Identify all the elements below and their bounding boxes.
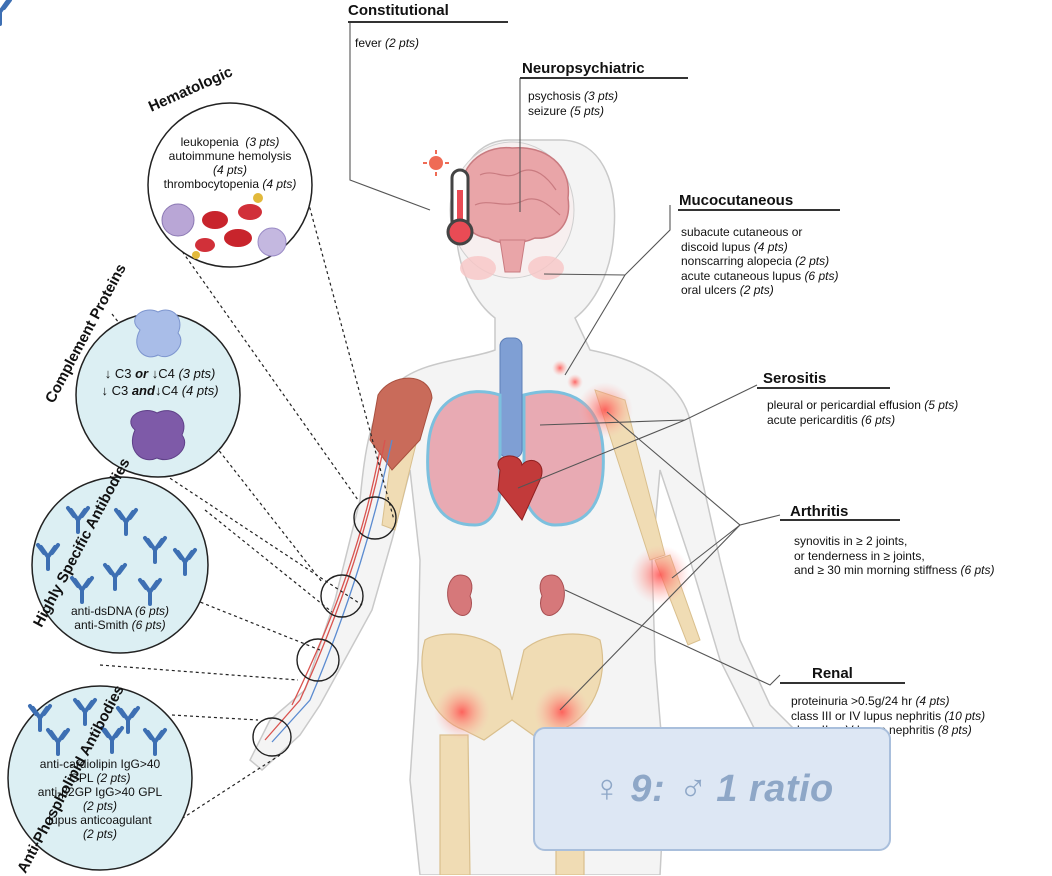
neuropsychiatric-list: psychosis (3 pts) seizure (5 pts) bbox=[528, 89, 618, 118]
list-item: seizure (5 pts) bbox=[528, 103, 605, 118]
list-item: synovitis in ≥ 2 joints, bbox=[794, 534, 908, 548]
list-item: discoid lupus (4 pts) bbox=[681, 239, 788, 254]
c4-protein-icon bbox=[130, 410, 185, 461]
header-rules bbox=[348, 21, 905, 684]
list-item: ↓ C3 and↓C4 (4 pts) bbox=[101, 383, 219, 398]
callout-lines bbox=[349, 22, 781, 711]
constitutional-title: Constitutional bbox=[348, 2, 449, 19]
detail-circles bbox=[7, 102, 313, 871]
list-item: (4 pts) bbox=[212, 163, 247, 177]
specific-antibodies-list: anti-dsDNA (6 pts) anti-Smith (6 pts) bbox=[50, 604, 190, 632]
list-item: pleural or pericardial effusion (5 pts) bbox=[767, 398, 959, 412]
list-item: autoimmune hemolysis bbox=[168, 149, 292, 163]
brain-icon bbox=[460, 146, 570, 244]
list-item: acute pericarditis (6 pts) bbox=[767, 412, 896, 427]
list-item: proteinuria >0.5g/24 hr (4 pts) bbox=[791, 694, 950, 708]
inflammation-glows bbox=[434, 360, 690, 740]
mucocutaneous-list: subacute cutaneous or discoid lupus (4 p… bbox=[681, 225, 838, 298]
list-item: leukopenia (3 pts) bbox=[180, 135, 280, 149]
list-item: oral ulcers (2 pts) bbox=[681, 283, 774, 297]
list-item: thrombocytopenia (4 pts) bbox=[163, 177, 297, 191]
hematologic-list: leukopenia (3 pts) autoimmune hemolysis … bbox=[148, 135, 312, 191]
c3-protein-icon bbox=[134, 309, 182, 358]
list-item: acute cutaneous lupus (6 pts) bbox=[681, 268, 839, 283]
renal-list: proteinuria >0.5g/24 hr (4 pts) class II… bbox=[791, 694, 985, 738]
list-item: psychosis (3 pts) bbox=[528, 89, 619, 103]
list-item: class III or IV lupus nephritis (10 pts) bbox=[791, 708, 986, 723]
trachea bbox=[499, 337, 523, 459]
list-item: (2 pts) bbox=[82, 799, 117, 813]
list-item: GPL (2 pts) bbox=[69, 771, 131, 785]
arm-vessels bbox=[264, 439, 393, 743]
antiphospholipid-list: anti-cardiolipin IgG>40 GPL (2 pts) anti… bbox=[25, 757, 175, 841]
serositis-title: Serositis bbox=[763, 370, 827, 387]
mucocutaneous-title: Mucocutaneous bbox=[679, 192, 794, 209]
arthritis-title: Arthritis bbox=[790, 503, 849, 520]
list-item: fever (2 pts) bbox=[355, 36, 420, 50]
list-item: anti-dsDNA (6 pts) bbox=[70, 604, 170, 618]
list-item: anti-β2GP IgG>40 GPL bbox=[37, 785, 163, 799]
heart-icon bbox=[497, 455, 543, 521]
list-item: nonscarring alopecia (2 pts) bbox=[681, 254, 830, 268]
renal-title: Renal bbox=[812, 665, 853, 682]
thermometer-icon bbox=[423, 150, 474, 246]
constitutional-list: fever (2 pts) bbox=[355, 36, 419, 51]
list-item: lupus anticoagulant bbox=[48, 813, 152, 827]
arthritis-list: synovitis in ≥ 2 joints, or tenderness i… bbox=[794, 534, 994, 578]
kidney-left-icon bbox=[447, 574, 473, 616]
shoulder-muscle bbox=[369, 377, 433, 471]
list-item: (2 pts) bbox=[82, 827, 117, 841]
complement-list: ↓ C3 or ↓C4 (3 pts) ↓ C3 and↓C4 (4 pts) bbox=[80, 365, 240, 399]
list-item: and ≥ 30 min morning stiffness (6 pts) bbox=[794, 563, 995, 577]
kidney-right-icon bbox=[539, 574, 565, 616]
list-item: anti-cardiolipin IgG>40 bbox=[39, 757, 161, 771]
serositis-list: pleural or pericardial effusion (5 pts) … bbox=[767, 398, 958, 427]
zoom-circles bbox=[252, 496, 397, 757]
list-item: ↓ C3 or ↓C4 (3 pts) bbox=[104, 366, 216, 381]
list-item: subacute cutaneous or bbox=[681, 225, 803, 239]
neuropsychiatric-title: Neuropsychiatric bbox=[522, 60, 645, 77]
antibody-icons bbox=[0, 0, 197, 756]
head bbox=[449, 141, 575, 280]
blood-cells-icon bbox=[161, 193, 287, 259]
sex-ratio-text: ♀ 9: ♂ 1 ratio bbox=[590, 767, 834, 810]
sex-ratio-box: ♀ 9: ♂ 1 ratio bbox=[533, 727, 891, 851]
list-item: or tenderness in ≥ joints, bbox=[794, 548, 925, 563]
list-item: anti-Smith (6 pts) bbox=[74, 618, 166, 632]
